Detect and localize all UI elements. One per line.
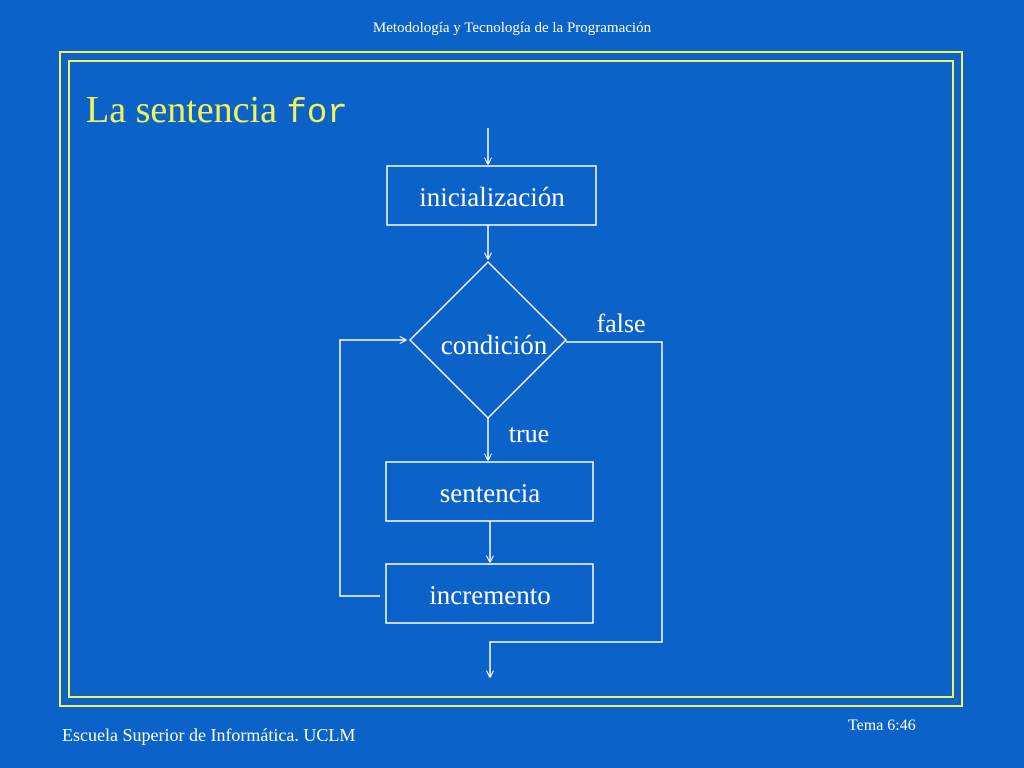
slide-frame-inner <box>68 60 954 698</box>
init-label: inicialización <box>419 182 565 212</box>
true-label: true <box>509 419 549 448</box>
slide-title: La sentencia for <box>86 88 348 133</box>
condition-label: condición <box>441 330 548 360</box>
increment-box <box>385 563 594 624</box>
false-branch-line <box>490 341 663 677</box>
slide-title-code: for <box>286 95 348 133</box>
loop-back-line <box>339 340 406 597</box>
footer-school: Escuela Superior de Informática. UCLM <box>62 725 356 745</box>
init-box <box>386 165 597 226</box>
slide-frame-outer <box>59 51 963 707</box>
body-label: sentencia <box>440 478 540 508</box>
slide-title-text: La sentencia <box>86 89 277 131</box>
false-label: false <box>596 309 645 338</box>
slide-header: Metodología y Tecnología de la Programac… <box>372 20 652 36</box>
increment-label: incremento <box>429 580 550 610</box>
footer-slide-number: Tema 6:46 <box>848 717 916 734</box>
